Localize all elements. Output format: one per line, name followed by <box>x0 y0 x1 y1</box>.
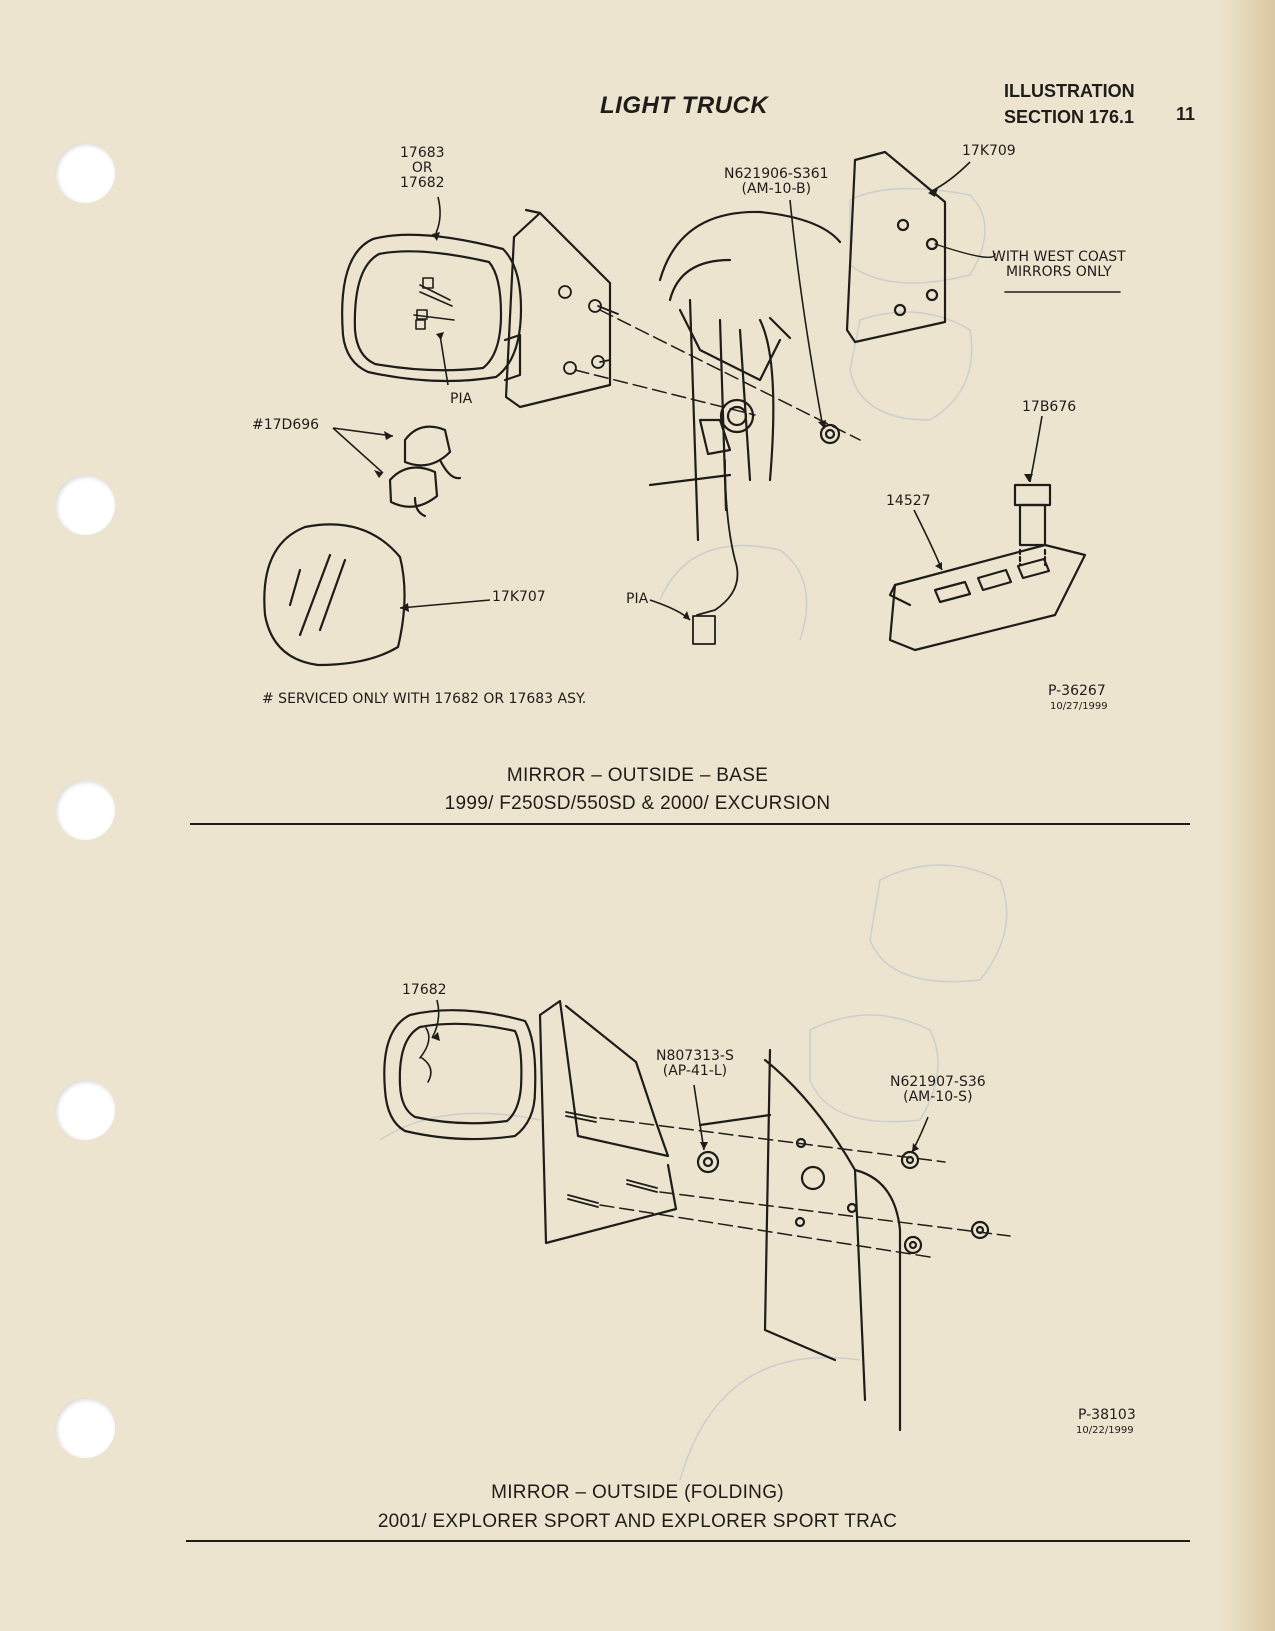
label-pia-upper: PIA <box>450 391 473 407</box>
nuts-n621907 <box>900 1150 990 1255</box>
nut-n621906 <box>819 423 841 445</box>
page-number: 11 <box>1176 104 1196 124</box>
page-header-section: ILLUSTRATION SECTION 176.1 <box>1004 78 1135 130</box>
label-n621907-s36: N621907-S36 (AM-10-S) <box>890 1074 986 1105</box>
bottom-figure-id: P-38103 <box>1078 1407 1136 1423</box>
door-frame-upper <box>648 210 842 542</box>
top-figure-rule <box>190 823 1190 825</box>
binder-hole <box>55 143 115 203</box>
label-17k709: 17K709 <box>962 143 1016 159</box>
wire-harness-upper <box>692 459 739 645</box>
label-pia-lower: PIA <box>626 591 649 607</box>
header-line-section: SECTION 176.1 <box>1004 107 1135 127</box>
leader-arrowheads <box>374 188 1033 1152</box>
binder-hole <box>55 780 115 840</box>
page-edge-shading <box>1220 0 1275 1631</box>
label-west-coast-note: WITH WEST COAST MIRRORS ONLY <box>992 249 1126 280</box>
label-17k707: 17K707 <box>492 589 546 605</box>
binder-hole <box>55 1398 115 1458</box>
binder-hole <box>55 1080 115 1140</box>
centerline-upper <box>574 309 861 441</box>
motor-assembly-17d696 <box>388 425 462 518</box>
mounting-bracket-upper <box>504 208 612 409</box>
mirror-head-17682 <box>383 1009 537 1141</box>
top-figure-footnote: # SERVICED ONLY WITH 17682 OR 17683 ASY. <box>262 691 587 707</box>
bleed-through-artwork <box>379 187 1008 1481</box>
mirror-housing-17683 <box>341 233 523 383</box>
top-figure-caption-title: MIRROR – OUTSIDE – BASE <box>506 765 769 786</box>
bleed-through-smudge <box>820 735 1100 755</box>
label-17b676: 17B676 <box>1022 399 1077 415</box>
top-figure-date: 10/27/1999 <box>1050 701 1108 712</box>
gasket-plate-17k709 <box>845 150 947 344</box>
nut-n807313 <box>696 1150 720 1174</box>
label-14527: 14527 <box>886 493 931 509</box>
label-n807313-s: N807313-S (AP-41-L) <box>656 1048 734 1079</box>
bottom-figure-date: 10/22/1999 <box>1076 1425 1134 1436</box>
page-header-title: LIGHT TRUCK <box>600 92 769 119</box>
label-n621906-s361: N621906-S361 (AM-10-B) <box>724 166 829 197</box>
studs-lower <box>565 1111 658 1208</box>
label-17d696: #17D696 <box>252 417 320 433</box>
label-17682: 17682 <box>402 982 447 998</box>
bottom-figure-rule <box>186 1540 1190 1542</box>
folding-bracket-lower <box>538 999 678 1245</box>
header-line-illustration: ILLUSTRATION <box>1004 81 1135 101</box>
switch-panel-14527 <box>888 543 1087 652</box>
top-figure-caption-models: 1999/ F250SD/550SD & 2000/ EXCURSION <box>444 793 831 814</box>
centerline-lower <box>599 1117 1011 1258</box>
switch-17b676 <box>1013 483 1052 567</box>
door-frame-lower <box>698 1048 902 1432</box>
bottom-figure-caption-title: MIRROR – OUTSIDE (FOLDING) <box>491 1482 784 1503</box>
top-figure-id: P-36267 <box>1048 683 1106 699</box>
bracket-studs-upper <box>558 285 619 375</box>
bottom-figure-caption-models: 2001/ EXPLORER SPORT AND EXPLORER SPORT … <box>377 1511 898 1532</box>
west-coast-leader <box>934 243 996 259</box>
binder-hole <box>55 475 115 535</box>
leader-lines <box>332 161 1043 1153</box>
mirror-wires-upper <box>413 277 455 330</box>
label-17683-or-17682: 17683 OR 17682 <box>400 145 445 191</box>
mirror-glass-17k707 <box>263 523 406 667</box>
